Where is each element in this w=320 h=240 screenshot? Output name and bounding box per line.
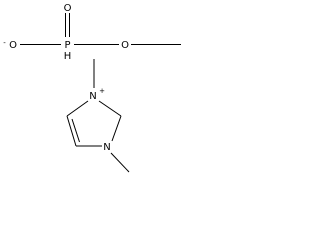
- bond-n-bottom-methyl: [110, 152, 130, 173]
- atom-oxygen-top: O: [64, 3, 72, 14]
- atom-hydrogen: H: [64, 51, 72, 62]
- charge-negative: -: [3, 39, 6, 47]
- atom-nitrogen-bottom: N: [103, 142, 110, 153]
- bond-c4-c5: [66, 115, 77, 147]
- molecule-svg: O - O P H O N + N: [3, 3, 181, 173]
- atom-oxygen-ester: O: [121, 40, 129, 51]
- atom-phosphorus: P: [64, 40, 70, 51]
- bond-n-top-c2: [98, 100, 122, 117]
- imidazolium-cation: N + N: [66, 59, 130, 173]
- atom-nitrogen-top: N: [89, 91, 96, 102]
- bond-c2-n-bottom: [111, 115, 122, 142]
- bond-n-top-c4: [66, 100, 89, 117]
- atom-oxygen-anionic: O: [9, 40, 17, 51]
- bond-c4-c5-inner: [71, 118, 80, 143]
- charge-positive: +: [99, 87, 105, 95]
- phosphonate-anion: O - O P H O: [3, 3, 181, 62]
- structure-drawing: O - O P H O N + N: [3, 3, 181, 173]
